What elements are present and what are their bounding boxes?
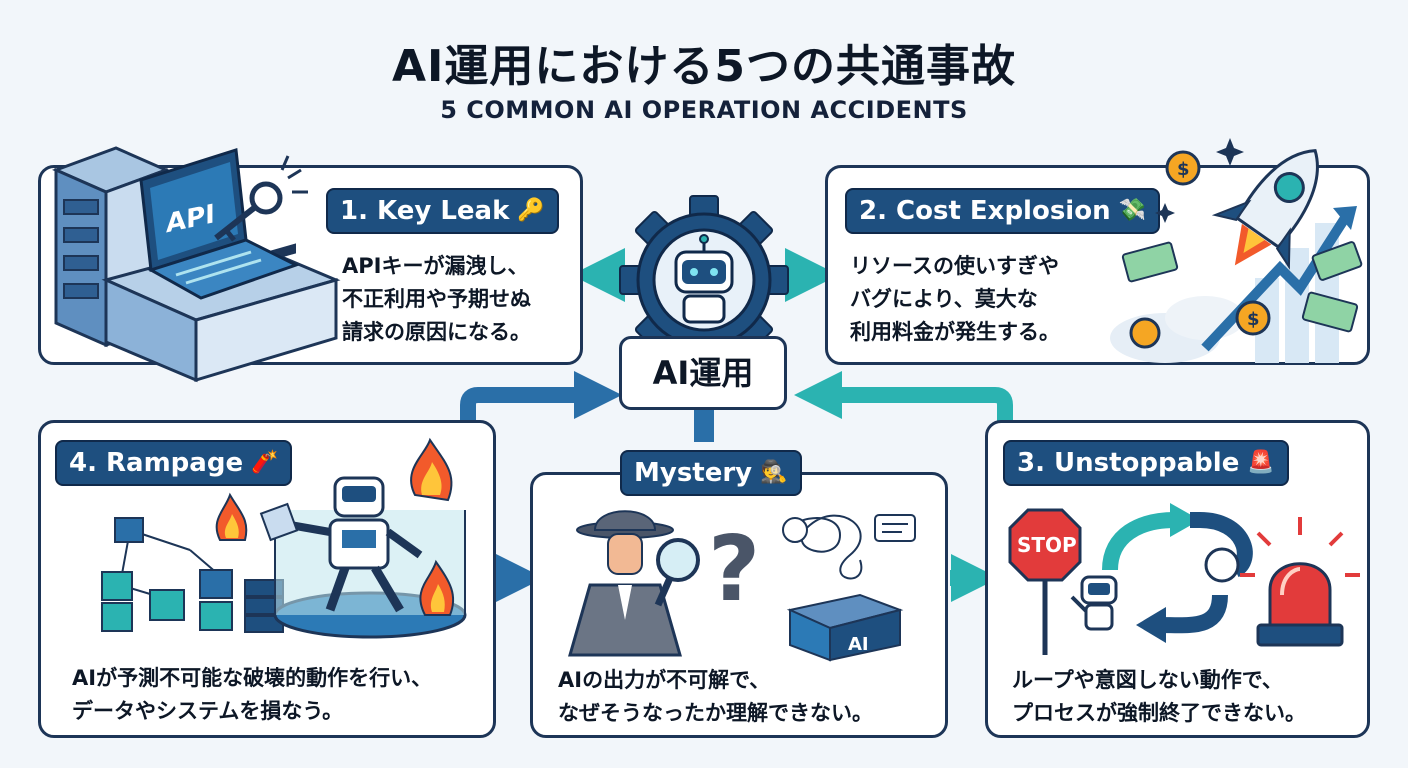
desc-key-leak: APIキーが漏洩し、 不正利用や予期せぬ 請求の原因になる。: [342, 250, 531, 349]
badge-cost-explosion-label: 2. Cost Explosion: [859, 196, 1111, 226]
badge-mystery-label: Mystery: [634, 458, 753, 488]
cost-explosion-illustration: $ $: [1110, 138, 1363, 363]
badge-key-leak-label: 1. Key Leak: [340, 196, 510, 226]
stop-sign-icon: STOP: [1008, 508, 1082, 655]
money-icon: [1121, 241, 1363, 333]
desc-unstoppable: ループや意図しない動作で、 プロセスが強制終了できない。: [1012, 664, 1306, 730]
box-icon: AI: [786, 593, 904, 662]
badge-mystery: Mystery 🕵: [620, 450, 802, 496]
desc-line: ループや意図しない動作で、: [1012, 668, 1283, 692]
siren-icon: [1240, 517, 1360, 647]
desc-line: バグにより、莫大な: [850, 287, 1038, 311]
page-title: AI運用における5つの共通事故: [391, 41, 1017, 92]
desc-line: 請求の原因になる。: [342, 320, 531, 344]
desc-rampage: AIが予測不可能な破壊的動作を行い、 データやシステムを損なう。: [72, 662, 432, 728]
desc-mystery: AIの出力が不可解で、 なぜそうなったか理解できない。: [558, 664, 873, 730]
dynamite-icon: 🧨: [251, 450, 279, 475]
desc-line: APIキーが漏洩し、: [342, 254, 529, 278]
money-icon: 💸: [1118, 198, 1147, 223]
magnifier-icon: [654, 538, 700, 607]
page-subtitle: 5 COMMON AI OPERATION ACCIDENTS: [440, 96, 968, 124]
badge-rampage-label: 4. Rampage: [69, 448, 244, 478]
desc-line: 不正利用や予期せぬ: [342, 287, 531, 311]
cube-network-icon: [101, 517, 233, 632]
mystery-illustration: ? AI: [568, 510, 916, 662]
arrow-unstoppable-to-hub: [794, 371, 1013, 440]
ai-box-label: AI: [848, 634, 869, 655]
stop-sign-label: STOP: [1017, 533, 1077, 557]
detective-icon: 🕵: [760, 460, 788, 485]
desc-line: プロセスが強制終了できない。: [1012, 701, 1306, 725]
badge-cost-explosion: 2. Cost Explosion 💸: [845, 188, 1161, 234]
siren-icon: 🚨: [1247, 450, 1275, 475]
key-icon: [214, 155, 308, 242]
robot-icon: [674, 234, 734, 324]
detective-icon: [568, 510, 682, 657]
svg-text:$: $: [1177, 159, 1190, 180]
arrow-rampage-to-hub: [460, 371, 622, 440]
svg-text:$: $: [1247, 309, 1260, 330]
desc-line: リソースの使いすぎや: [850, 254, 1059, 278]
rocket-icon: [1211, 149, 1319, 270]
badge-rampage: 4. Rampage 🧨: [55, 440, 293, 486]
robot-icon: [259, 476, 423, 613]
hub-stem: [694, 408, 714, 442]
badge-unstoppable-label: 3. Unstoppable: [1017, 448, 1240, 478]
badge-key-leak: 1. Key Leak 🔑: [326, 188, 559, 234]
desc-line: なぜそうなったか理解できない。: [558, 701, 873, 725]
desc-line: 利用料金が発生する。: [850, 320, 1060, 344]
rampage-illustration: [101, 437, 467, 639]
question-mark-icon: ?: [708, 517, 760, 622]
desc-line: AIが予測不可能な破壊的動作を行い、: [72, 666, 433, 690]
key-leak-illustration: API: [51, 146, 341, 383]
desc-line: AIの出力が不可解で、: [558, 668, 771, 692]
desc-line: データやシステムを損なう。: [72, 699, 344, 723]
laptop-icon: API: [139, 148, 300, 300]
key-icon: 🔑: [517, 198, 545, 223]
coin-icon: $ $: [1129, 150, 1271, 349]
robot-icon: [1070, 575, 1118, 631]
unstoppable-illustration: STOP: [1008, 503, 1360, 655]
flame-icon: [215, 437, 455, 616]
hub-label: AI運用: [619, 336, 787, 410]
desc-cost-explosion: リソースの使いすぎや バグにより、莫大な 利用料金が発生する。: [850, 250, 1060, 349]
badge-unstoppable: 3. Unstoppable 🚨: [1003, 440, 1289, 486]
loop-arrow-icon: [1102, 503, 1253, 643]
